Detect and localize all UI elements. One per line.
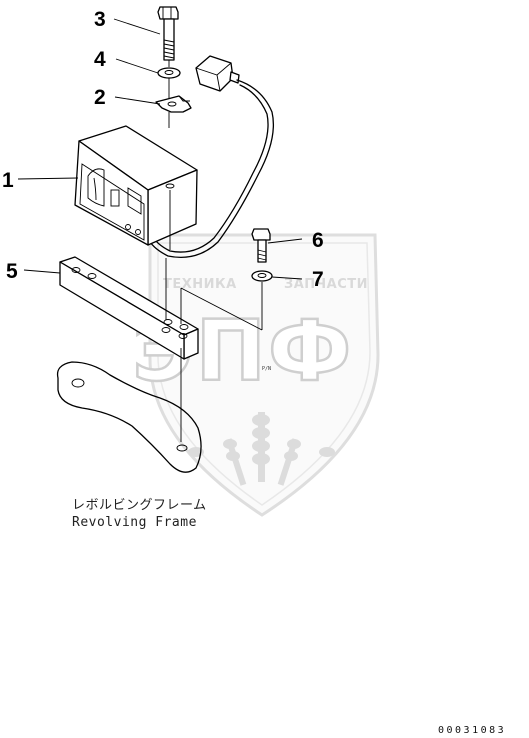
- callout-2: 2: [94, 86, 106, 109]
- watermark-text-right: ЗАПЧАСТИ: [284, 277, 368, 292]
- watermark-text-left: ТЕХНИКА: [163, 277, 237, 292]
- part-4-washer: [157, 67, 181, 79]
- callout-1: 1: [2, 169, 14, 192]
- wheat-emblem-icon: [188, 412, 335, 486]
- callout-7: 7: [312, 268, 324, 291]
- part-tag-label: P/N: [262, 366, 271, 372]
- part-7-washer: [251, 270, 273, 282]
- caption-english: Revolving Frame: [72, 515, 197, 530]
- leader-lines: [17, 18, 303, 280]
- assembly-lines: P/N: [165, 60, 271, 442]
- part-5-bar: [59, 256, 199, 360]
- document-number: 00031083: [438, 725, 506, 736]
- wiring-harness: [147, 79, 275, 259]
- part-2-bracket: [155, 95, 192, 113]
- callout-3: 3: [94, 8, 106, 31]
- revolving-frame-plate: [56, 361, 202, 473]
- part-1-box: [74, 125, 198, 246]
- part-3-bolt: [157, 6, 179, 61]
- caption-japanese: レボルビングフレーム: [72, 498, 207, 513]
- callout-4: 4: [94, 48, 106, 71]
- electrical-connector: [195, 55, 240, 92]
- part-6-bolt: [251, 228, 271, 263]
- callout-5: 5: [6, 260, 18, 283]
- callout-6: 6: [312, 229, 324, 252]
